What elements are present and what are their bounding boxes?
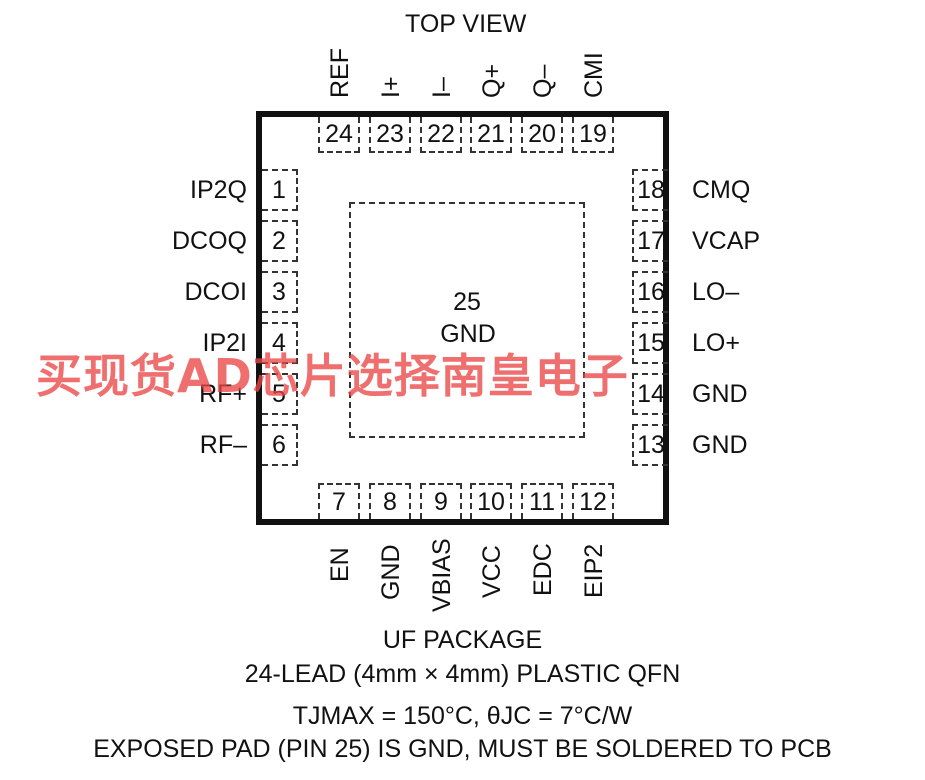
watermark-text: 买现货AD芯片选择南皇电子 <box>36 349 629 403</box>
pin-24: 24 <box>318 117 360 153</box>
pin-label-q-plus: Q+ <box>478 63 506 98</box>
package-name: UF PACKAGE <box>382 626 543 654</box>
pin-label-dcoi: DCOI <box>184 278 248 306</box>
pin-14: 14 <box>632 373 668 415</box>
pin-label-edc: EDC <box>529 543 557 596</box>
pin-8: 8 <box>369 483 411 519</box>
pin-9: 9 <box>420 483 462 519</box>
pin-label-dcoq: DCOQ <box>172 227 247 255</box>
pin-12: 12 <box>572 483 614 519</box>
pin-7: 7 <box>318 483 360 519</box>
pin-21: 21 <box>470 117 512 153</box>
pin-13: 13 <box>632 424 668 466</box>
pin-5: 5 <box>262 373 298 415</box>
pin-label-i-plus: I+ <box>377 76 405 98</box>
pin-label-rf-minus: RF– <box>199 431 247 459</box>
pin-label-lo-minus: LO– <box>692 278 740 306</box>
pin-label-i-minus: I– <box>428 77 456 98</box>
pin-label-eip2: EIP2 <box>580 543 608 598</box>
pin-label-gnd-13: GND <box>692 431 748 459</box>
pin-label-ref: REF <box>326 48 354 98</box>
exposed-pad <box>349 202 585 438</box>
thermal-spec: TJMAX = 150°C, θJC = 7°C/W <box>292 702 633 730</box>
pin-label-cmq: CMQ <box>692 176 751 204</box>
pin-label-gnd-14: GND <box>692 380 748 408</box>
pin-label-vcap: VCAP <box>692 227 761 255</box>
pin-15: 15 <box>632 322 668 364</box>
pin-label-cmi: CMI <box>580 52 608 98</box>
pin-1: 1 <box>262 169 298 211</box>
pin-label-en: EN <box>326 547 354 582</box>
pin-17: 17 <box>632 220 668 262</box>
pin-20: 20 <box>521 117 563 153</box>
pin-11: 11 <box>521 483 563 519</box>
pin-label-gnd-8: GND <box>377 544 405 600</box>
pin-2: 2 <box>262 220 298 262</box>
exposed-pad-note: EXPOSED PAD (PIN 25) IS GND, MUST BE SOL… <box>93 735 832 763</box>
package-outline <box>256 111 669 525</box>
pin-6: 6 <box>262 424 298 466</box>
exposed-pad-number: 25 <box>453 288 481 316</box>
pin-23: 23 <box>369 117 411 153</box>
pin-16: 16 <box>632 271 668 313</box>
pin-label-ip2i: IP2I <box>202 329 247 357</box>
pin-label-q-minus: Q– <box>529 64 557 98</box>
package-description: 24-LEAD (4mm × 4mm) PLASTIC QFN <box>244 660 681 688</box>
pin-19: 19 <box>572 117 614 153</box>
pin-18: 18 <box>632 169 668 211</box>
pin-3: 3 <box>262 271 298 313</box>
pin-22: 22 <box>420 117 462 153</box>
exposed-pad-label: GND <box>440 320 496 348</box>
pin-label-lo-plus: LO+ <box>692 329 740 357</box>
pin-4: 4 <box>262 322 298 364</box>
pin-label-rf-plus: RF+ <box>199 380 247 408</box>
pin-10: 10 <box>470 483 512 519</box>
pin-label-vbias: VBIAS <box>428 538 456 612</box>
diagram-title: TOP VIEW <box>405 10 527 38</box>
pin-label-ip2q: IP2Q <box>190 176 247 204</box>
pin-label-vcc: VCC <box>478 545 506 598</box>
